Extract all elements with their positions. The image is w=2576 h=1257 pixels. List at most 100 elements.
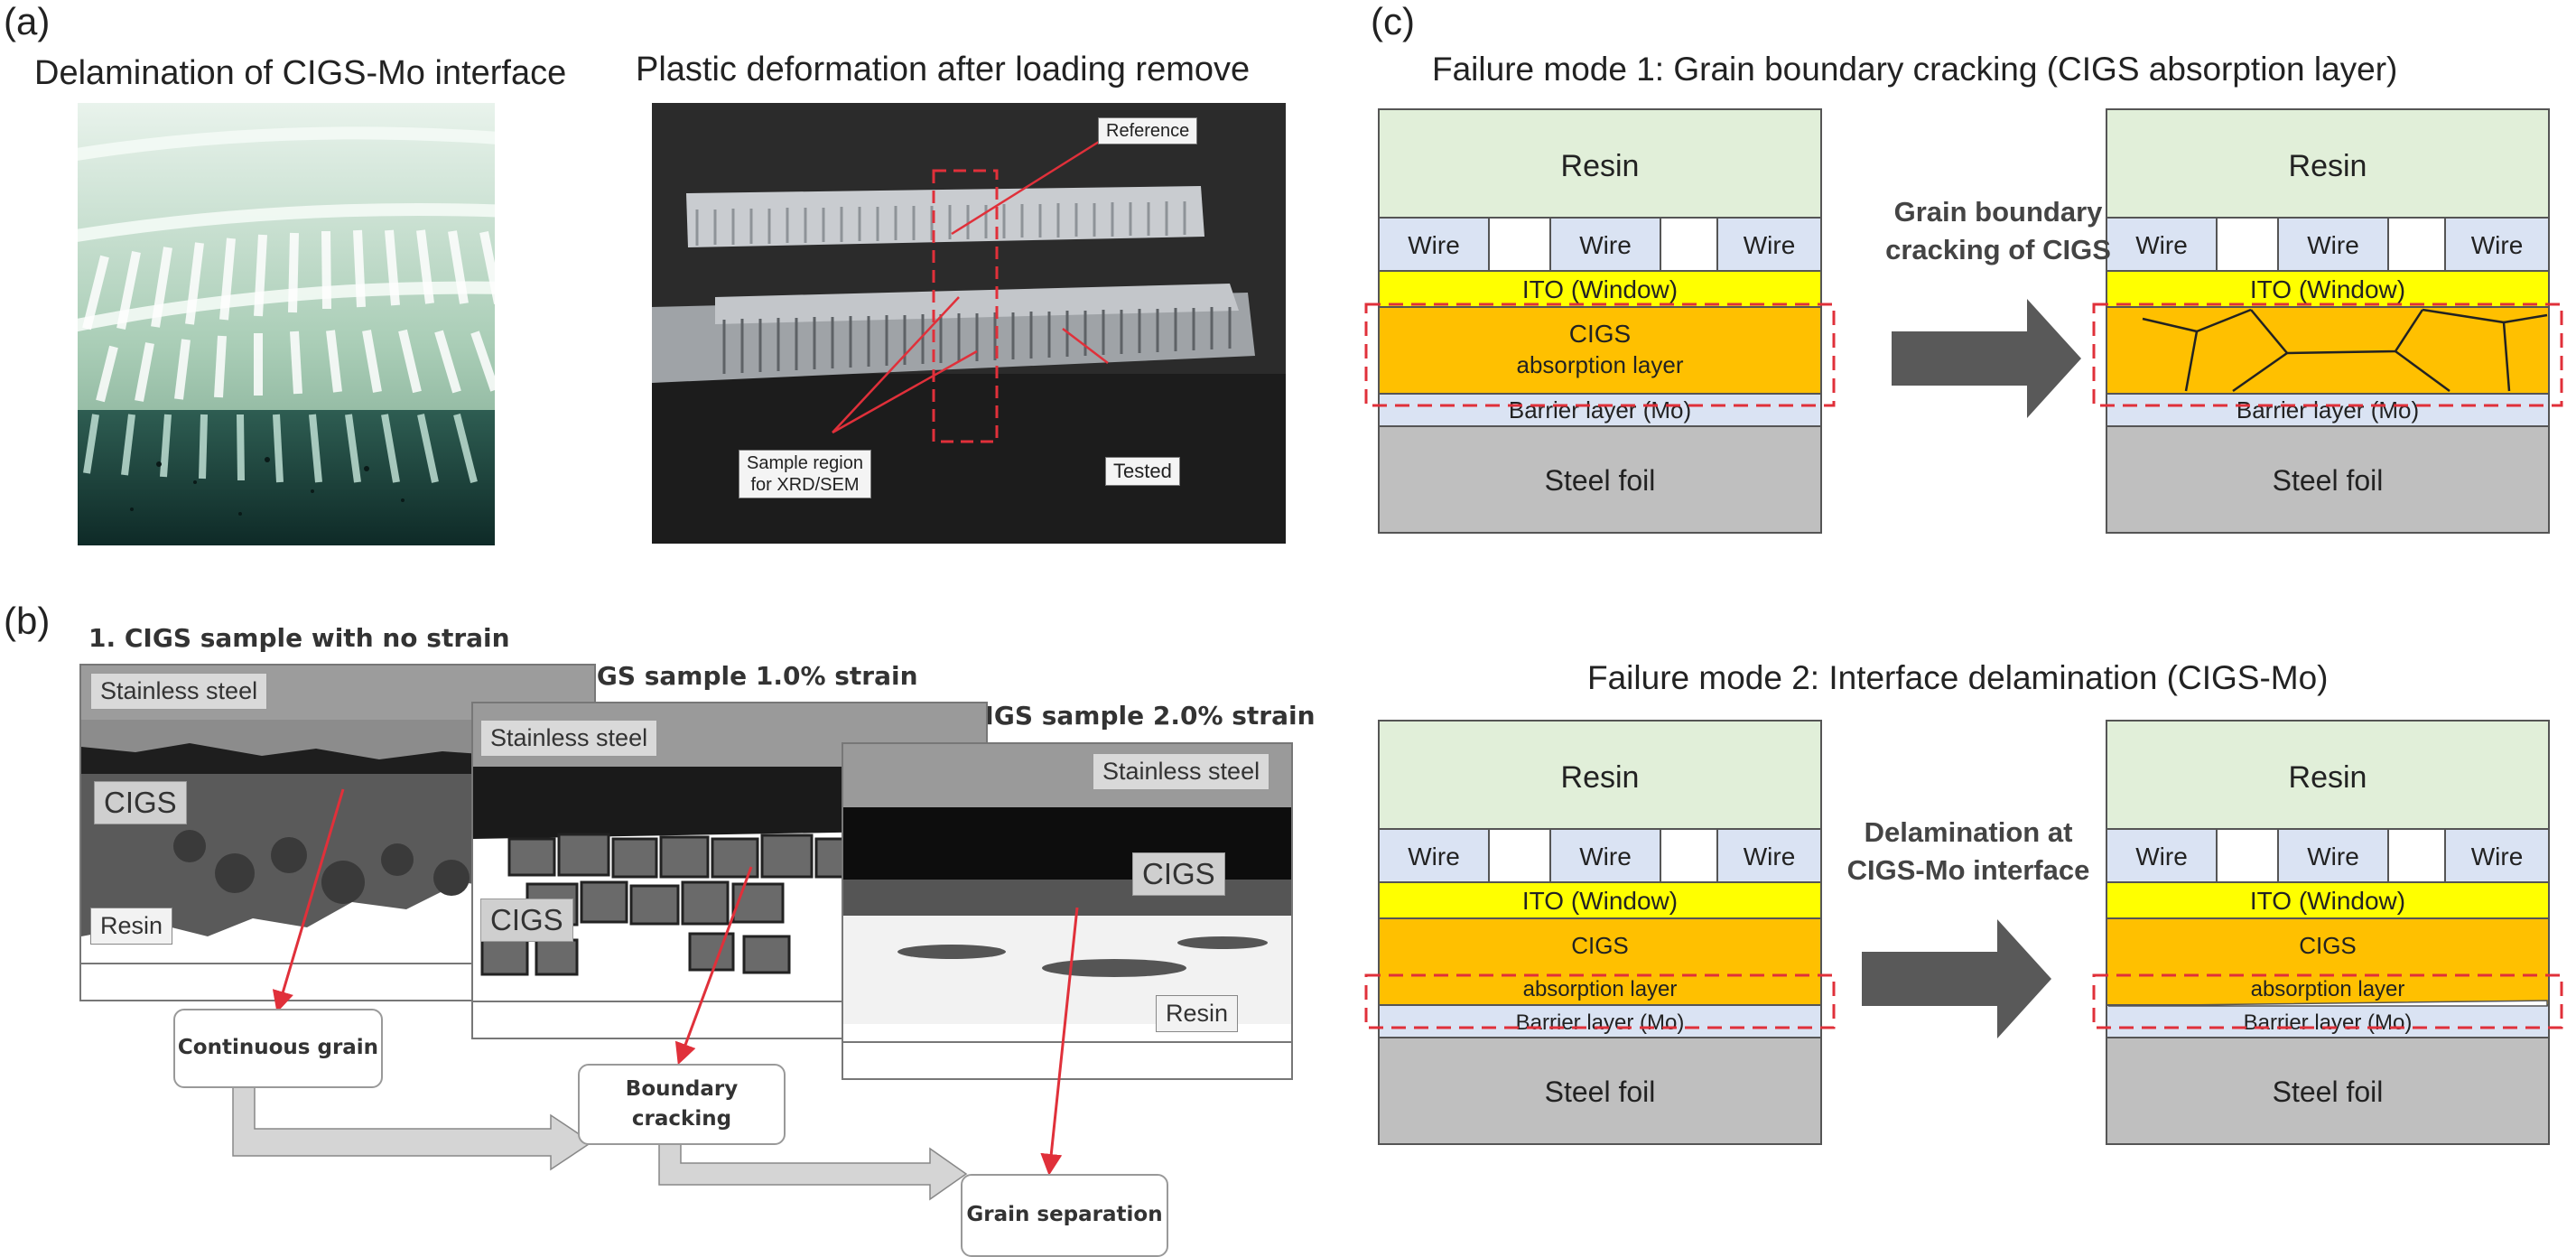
mode2-before-resin-layer [1378,720,1822,830]
mode1-before-ito-label: ITO (Window) [1522,275,1678,303]
mode2-text-1: Delamination at [1865,816,2073,848]
mode2-after-resin-label: Resin [2289,760,2367,795]
mode2-after-steel-label: Steel foil [2273,1075,2384,1108]
mode2-after-barrier-label: Barrier layer (Mo) [2244,1010,2413,1035]
s1-cigs-tag: CIGS [94,781,187,824]
mode2-before-steel-layer [1378,1037,1822,1145]
mode2-before-absorption-label: absorption layer [1523,977,1678,1001]
mode1-before-wire-label-2: Wire [1579,231,1632,259]
mode1-after-wire-2 [2277,217,2389,272]
mode1-after-crack-2 [2196,308,2252,333]
mode2-after-ito-label: ITO (Window) [2250,887,2405,915]
mode2-after-wire-3 [2444,828,2550,883]
mode2-after-absorption-label: absorption layer [2251,977,2405,1001]
mode1-before-steel-layer [1378,425,1822,534]
mode2-before-highlight-box [1364,973,1836,1029]
mode1-text-1: Grain boundary [1894,196,2104,228]
s2-stainless-steel-tag: Stainless steel [480,720,658,757]
mode1-title: Failure mode 1: Grain boundary cracking … [1432,51,2398,88]
panel-c-letter: (c) [1371,0,1415,42]
mode2-before-ito-label: ITO (Window) [1522,887,1678,915]
mode1-after-cigs-layer [2106,306,2550,395]
boundary-cracking-callout: Boundary cracking [578,1064,786,1145]
mode2-text-2: CIGS-Mo interface [1847,854,2090,886]
sem-image-2pct-strain: Stainless steel CIGS Resin [842,742,1293,1080]
mode2-before-resin-label: Resin [1561,760,1640,795]
mode2-after-wire-label-3: Wire [2471,843,2524,871]
mode1-before-wire-3 [1716,217,1822,272]
mode2-before-wire-label-3: Wire [1744,843,1796,871]
mode1-after-resin-label: Resin [2289,149,2367,183]
mode1-before-resin-label: Resin [1561,149,1640,183]
mode1-after-barrier-layer [2106,393,2550,427]
mode1-after-steel-label: Steel foil [2273,464,2384,497]
mode1-before-barrier-layer [1378,393,1822,427]
reference-label: Reference [1098,117,1198,144]
s3-resin-tag: Resin [1156,995,1239,1032]
continuous-grain-callout: Continuous grain [173,1009,383,1088]
sample-region-label: Sample region for XRD/SEM [739,450,871,498]
panel-a-letter: (a) [4,0,51,42]
s3-cigs-tag: CIGS [1132,852,1225,896]
mode1-before-absorption-label: absorption layer [1517,351,1684,378]
deformation-photo: Reference Sample region for XRD/SEM Test… [652,103,1286,544]
mode1-before-wire-label-3: Wire [1744,231,1796,259]
mode2-before-wire-2 [1549,828,1661,883]
mode2-title: Failure mode 2: Interface delamination (… [1587,659,2329,696]
mode1-after-barrier-label: Barrier layer (Mo) [2237,396,2419,424]
mode2-before-wire-label-1: Wire [1408,843,1460,871]
mode2-before-wire-label-2: Wire [1579,843,1632,871]
mode2-before-wire-1 [1378,828,1490,883]
mode2-after-wire-label-2: Wire [2307,843,2359,871]
mode2-after-wire-2 [2277,828,2389,883]
mode2-after-delamination-gap [2107,1000,2548,1007]
sample2-title: 2. CIGS sample 1.0% strain [533,661,918,691]
panel-b-letter: (b) [4,600,51,642]
mode1-before-wire-1 [1378,217,1490,272]
mode2-after-cigs-layer [2106,917,2550,1006]
s1-stainless-steel-tag: Stainless steel [90,673,268,710]
mode2-before-cigs-layer [1378,917,1822,1006]
mode2-before-steel-label: Steel foil [1545,1075,1656,1108]
mode2-after-steel-layer [2106,1037,2550,1145]
mode2-after-cigs-label: CIGS [2299,932,2357,959]
mode1-after-crack-7 [2503,313,2548,324]
mode1-after-wire-label-2: Wire [2307,231,2359,259]
mode1-before-cigs-label: CIGS [1569,320,1631,348]
mode2-after-ito-layer [2106,881,2550,919]
mode2-before-wire-3 [1716,828,1822,883]
mode1-after-ito-layer [2106,270,2550,308]
mode2-before-barrier-layer [1378,1004,1822,1038]
mode1-before-cigs-layer [1378,306,1822,395]
mode1-before-barrier-label: Barrier layer (Mo) [1509,396,1691,424]
panel-b-connectors [232,788,1079,1201]
mode2-after-highlight-box [2092,973,2563,1029]
sample3-title: 3. CIGS sample 2.0% strain [930,701,1316,731]
mode2-arrow [1862,919,2051,1038]
sample1-title: 1. CIGS sample with no strain [88,623,510,653]
s2-cigs-tag: CIGS [480,899,573,942]
mode1-after-highlight-box [2092,303,2563,407]
s3-stainless-steel-tag: Stainless steel [1093,753,1270,790]
mode1-after-wire-label-1: Wire [2135,231,2188,259]
s1-resin-tag: Resin [90,908,173,945]
mode1-after-resin-layer [2106,108,2550,219]
panel-a-left-title: Delamination of CIGS-Mo interface [34,54,567,92]
mode2-before-barrier-label: Barrier layer (Mo) [1516,1010,1685,1035]
mode2-before-ito-layer [1378,881,1822,919]
mode1-after-ito-label: ITO (Window) [2250,275,2405,303]
mode1-before-wire-label-1: Wire [1408,231,1460,259]
mode1-text-2: cracking of CIGS [1885,234,2111,265]
mode1-before-highlight-box [1364,303,1836,407]
mode1-before-steel-label: Steel foil [1545,464,1656,497]
mode2-after-wire-label-1: Wire [2135,843,2188,871]
delamination-photo [78,103,495,545]
panel-a-right-title: Plastic deformation after loading remove [636,51,1251,88]
mode1-after-crack-5 [2395,349,2450,393]
mode1-after-steel-layer [2106,425,2550,534]
tested-label: Tested [1105,457,1180,487]
mode1-after-wire-label-3: Wire [2471,231,2524,259]
mode1-after-wire-1 [2106,217,2218,272]
mode1-arrow [1892,299,2081,418]
